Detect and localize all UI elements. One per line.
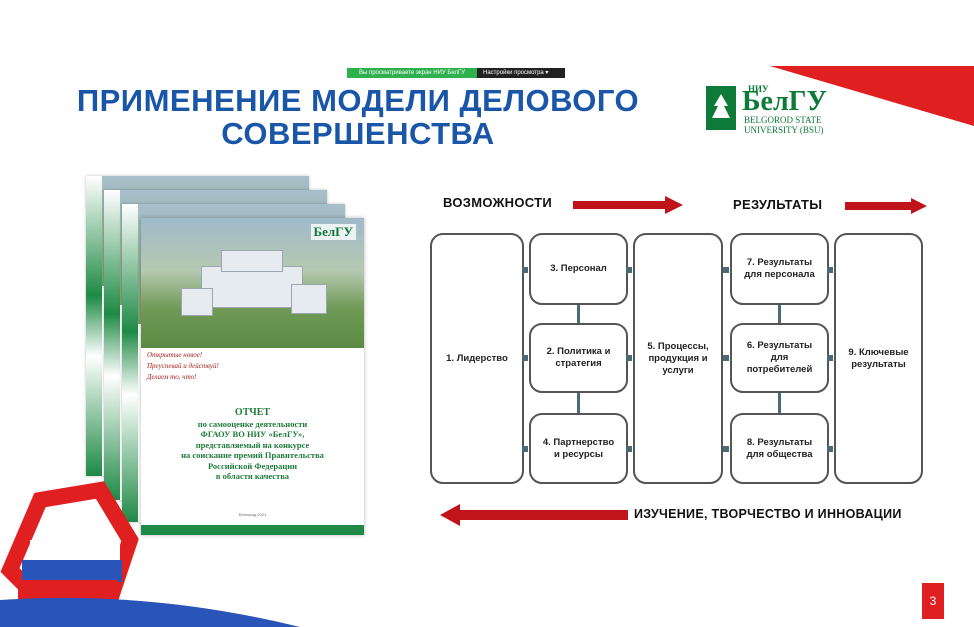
connector bbox=[577, 305, 580, 323]
box-society-results: 8. Результаты для общества bbox=[730, 413, 829, 484]
slide-title: ПРИМЕНЕНИЕ МОДЕЛИ ДЕЛОВОГО СОВЕРШЕНСТВА bbox=[48, 84, 668, 150]
tricolor-decoration bbox=[0, 481, 139, 619]
report-line: Российской Федерации bbox=[207, 460, 298, 471]
connector bbox=[522, 267, 528, 273]
report-slogans: Открытые новое! Преуспевай и действуй! Д… bbox=[147, 350, 219, 383]
connector bbox=[522, 446, 528, 452]
connector bbox=[827, 446, 833, 452]
view-settings-label: Настройки просмотра bbox=[483, 70, 544, 76]
arrow-right-icon bbox=[573, 196, 683, 214]
slide-title-line2: СОВЕРШЕНСТВА bbox=[221, 116, 495, 151]
connector bbox=[626, 355, 632, 361]
slogan: Преуспевай и действуй! bbox=[147, 362, 219, 370]
report-line: представляемый на конкурсе bbox=[195, 439, 310, 450]
header-results: РЕЗУЛЬТАТЫ bbox=[733, 197, 823, 212]
arrow-left-icon bbox=[440, 504, 628, 526]
page-number: 3 bbox=[922, 583, 944, 619]
bottom-wave-decoration bbox=[0, 597, 300, 627]
box-leadership: 1. Лидерство bbox=[430, 233, 524, 484]
connector bbox=[827, 355, 833, 361]
connector bbox=[827, 267, 833, 273]
slogan: Открытые новое! bbox=[147, 351, 203, 359]
report-green-strip bbox=[141, 525, 364, 535]
box-partnership-resources: 4. Партнерство и ресурсы bbox=[529, 413, 628, 484]
logo-emblem-icon bbox=[706, 86, 736, 130]
connector bbox=[577, 393, 580, 413]
report-line: ФГАОУ ВО НИУ «БелГУ», bbox=[200, 429, 305, 439]
box-personnel-results: 7. Результаты для персонала bbox=[730, 233, 829, 305]
logo-english-line2: UNIVERSITY (BSU) bbox=[744, 125, 824, 135]
report-cover: БелГУ Открытые новое! Преуспевай и дейст… bbox=[141, 218, 364, 535]
box-policy-strategy: 2. Политика и стратегия bbox=[529, 323, 628, 393]
connector bbox=[522, 355, 528, 361]
report-logo: БелГУ bbox=[310, 224, 356, 240]
connector bbox=[626, 446, 632, 452]
report-line: на соискание премий Правительства bbox=[181, 450, 324, 460]
connector bbox=[778, 393, 781, 413]
connector bbox=[723, 267, 729, 273]
slogan: Делаем то, что! bbox=[147, 373, 197, 381]
logo-niu: НИУ bbox=[748, 84, 769, 94]
view-settings-button[interactable]: Настройки просмотра ▾ bbox=[477, 68, 565, 78]
report-line: в области качества bbox=[215, 471, 290, 481]
logo-name: БелГУ bbox=[742, 86, 828, 117]
screen-share-notice: Вы просматриваете экран НИУ БелГУ bbox=[347, 68, 477, 78]
report-city: Белгород 2021 bbox=[238, 512, 267, 517]
connector bbox=[723, 355, 729, 361]
arrow-right-icon bbox=[845, 198, 927, 214]
red-corner-decoration bbox=[770, 66, 974, 126]
report-title: ОТЧЕТ по самооценке деятельности ФГАОУ В… bbox=[151, 407, 354, 482]
footer-innovation: ИЗУЧЕНИЕ, ТВОРЧЕСТВО И ИННОВАЦИИ bbox=[634, 507, 902, 521]
report-line: по самооценке деятельности bbox=[197, 418, 308, 429]
slide-title-line1: ПРИМЕНЕНИЕ МОДЕЛИ ДЕЛОВОГО bbox=[76, 83, 640, 118]
screen-share-top-area bbox=[0, 0, 974, 66]
university-logo: НИУ БелГУ BELGOROD STATE UNIVERSITY (BSU… bbox=[706, 82, 846, 136]
header-opportunities: ВОЗМОЖНОСТИ bbox=[443, 195, 552, 210]
box-customer-results: 6. Результаты для потребителей bbox=[730, 323, 829, 393]
logo-english-line1: BELGOROD STATE bbox=[744, 115, 822, 125]
box-processes: 5. Процессы, продукция и услуги bbox=[633, 233, 723, 484]
report-heading: ОТЧЕТ bbox=[234, 407, 271, 418]
box-key-results: 9. Ключевые результаты bbox=[834, 233, 923, 484]
connector bbox=[778, 305, 781, 323]
box-personnel: 3. Персонал bbox=[529, 233, 628, 305]
connector bbox=[626, 267, 632, 273]
connector bbox=[723, 446, 729, 452]
